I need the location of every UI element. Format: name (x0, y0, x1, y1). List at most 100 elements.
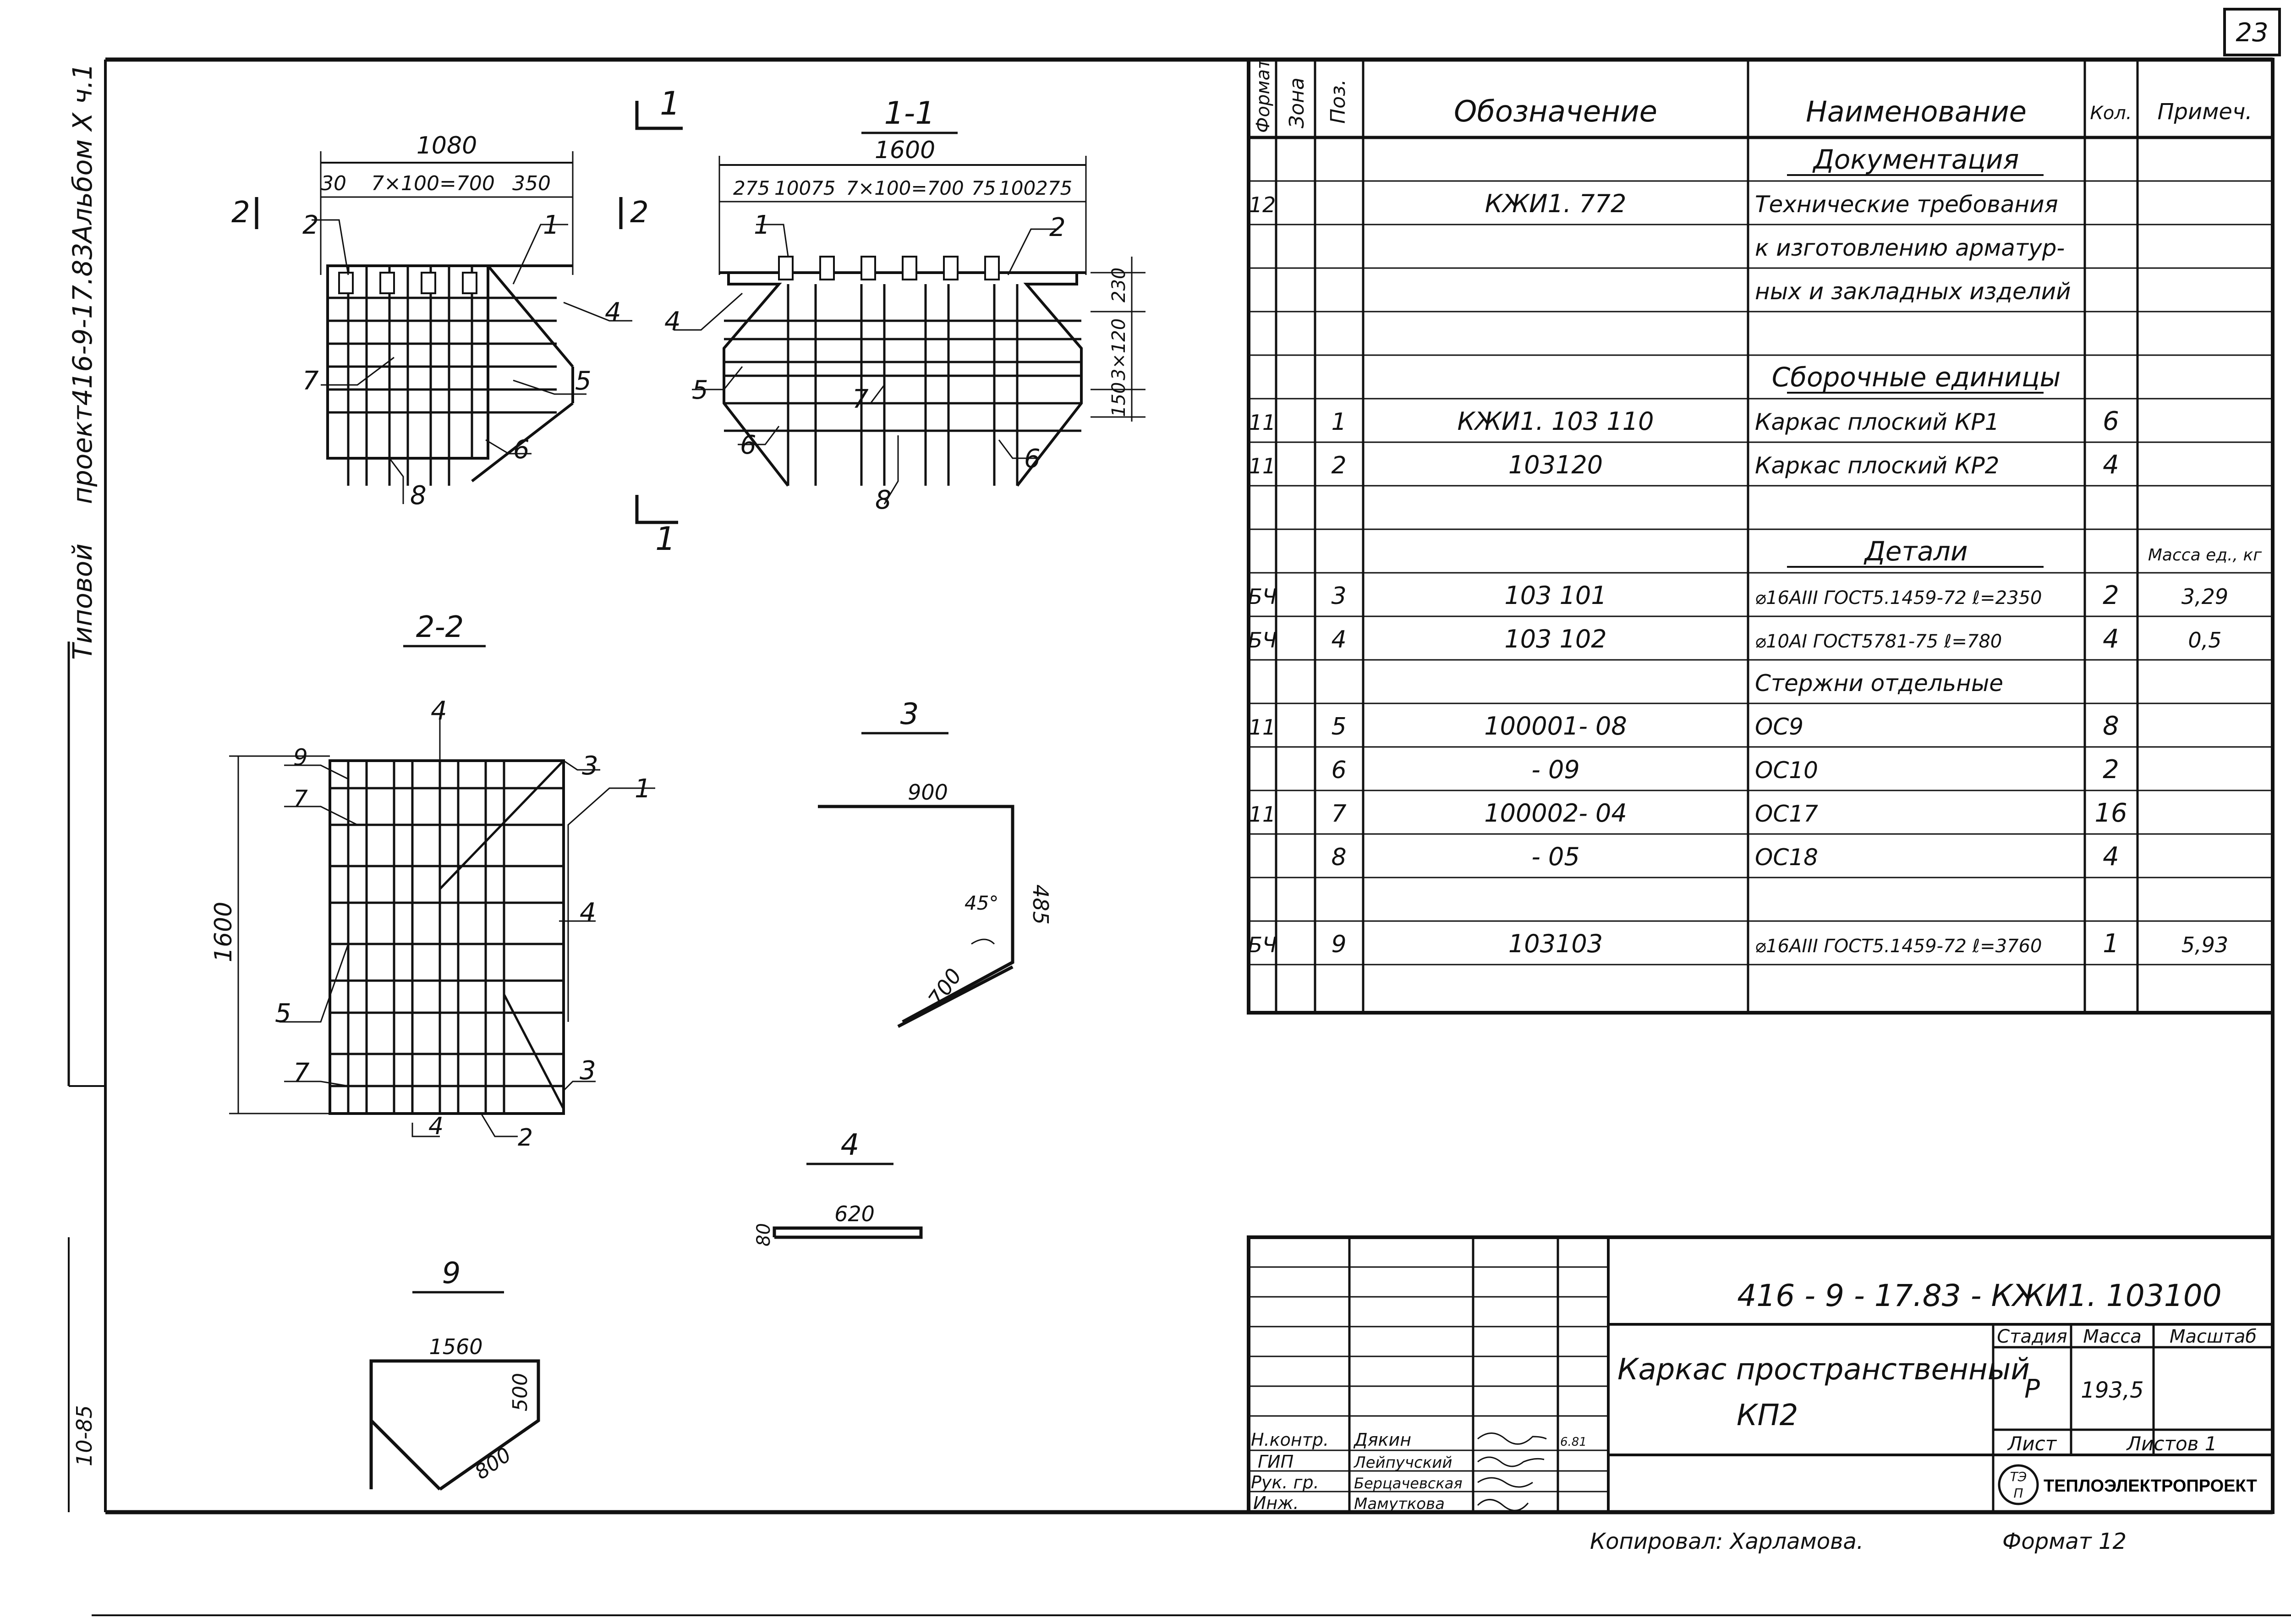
signer-role-1: Н.контр. (1251, 1430, 1329, 1450)
s22-pos-4-right: 4 (580, 898, 596, 927)
s22-pos-9: 9 (293, 744, 308, 771)
spec-cell-qty: 4 (2103, 842, 2119, 872)
spec-cell-qty: 4 (2103, 624, 2119, 654)
spec-cell-name: Каркас плоский КР2 (1755, 452, 1999, 479)
spec-cell-qty: 8 (2103, 711, 2119, 741)
detail-4-end: 80 (753, 1223, 774, 1246)
s11-dim-a: 275 (733, 177, 770, 199)
spec-row: ных и закладных изделий (1755, 278, 2071, 305)
plan-dim-350: 350 (512, 172, 551, 195)
spec-header-note: Примеч. (2157, 99, 2252, 125)
spec-cell-designation: 103120 (1508, 450, 1603, 479)
title-org: ТЕПЛОЭЛЕКТРОПРОЕКТ (2044, 1476, 2257, 1496)
spec-cell-name: Документация (1812, 144, 2019, 175)
s22-pos-7-top: 7 (293, 785, 308, 812)
spec-header-zone: Зона (1285, 77, 1309, 128)
s11-pos-2: 2 (1049, 213, 1066, 242)
plan-pos-8: 8 (410, 481, 427, 510)
spec-cell-note: Масса ед., кг (2148, 546, 2262, 565)
spec-cell-pos: 3 (1331, 582, 1346, 610)
plan-pos-5: 5 (575, 366, 592, 396)
spec-cell-name: ⌀10АI ГОСТ5781-75 ℓ=780 (1755, 631, 2002, 652)
signer-date-1: 6.81 (1560, 1435, 1587, 1449)
org-logo: ТЭ П (1998, 1464, 2039, 1505)
s11-pos-1: 1 (754, 210, 770, 240)
spec-cell-pos: 6 (1331, 757, 1346, 784)
spec-cell-name: ОС9 (1755, 713, 1803, 740)
spec-cell-format: 11 (1249, 715, 1276, 740)
s11-pos-5: 5 (692, 375, 708, 405)
title-name-line2: КП2 (1737, 1399, 1798, 1432)
spec-cell-note: 0,5 (2188, 628, 2221, 653)
detail-4-length: 620 (834, 1202, 875, 1226)
plan-pos-4: 4 (605, 297, 621, 327)
spec-cell-format: 12 (1249, 192, 1276, 217)
detail-9-right-dim: 500 (509, 1373, 532, 1411)
margin-album: Альбом X ч.1 (67, 63, 98, 245)
spec-cell-note: 5,93 (2181, 933, 2228, 957)
s11-dim-e: 75 (971, 177, 996, 199)
spec-cell-pos: 2 (1331, 452, 1346, 479)
s22-pos-3-top: 3 (582, 751, 598, 781)
cut-marker-2-left: 2 (231, 196, 250, 230)
signer-role-2: ГИП (1258, 1452, 1293, 1472)
s11-dim-c: 75 (811, 177, 835, 199)
spec-row: Сборочные единицы (1772, 362, 2061, 394)
spec-cell-pos: 9 (1331, 931, 1346, 958)
section-1-1-title: 1-1 (884, 95, 935, 132)
s11-vdim-230: 230 (1108, 268, 1129, 302)
margin-project: проект416-9-17.83 (67, 243, 98, 504)
spec-cell-name: ОС17 (1755, 801, 1818, 827)
signer-name-3: Берцачевская (1354, 1475, 1463, 1492)
signer-name-4: Мамуткова (1354, 1495, 1445, 1513)
spec-table: Формат Зона Поз. Обозначение Наименовани… (1247, 58, 2275, 1015)
s22-pos-4-bottom: 4 (428, 1113, 444, 1140)
signer-role-3: Рук. гр. (1251, 1472, 1319, 1492)
spec-cell-designation: 103103 (1508, 929, 1603, 958)
plan-pos-2: 2 (302, 210, 319, 240)
spec-cell-designation: КЖИ1. 103 110 (1458, 407, 1654, 436)
plan-pos-7: 7 (302, 366, 319, 396)
s11-pos-4: 4 (664, 307, 681, 336)
spec-cell-designation: 100002- 04 (1484, 799, 1627, 828)
spec-cell-name: ОС10 (1755, 757, 1818, 784)
spec-cell-note: 3,29 (2181, 584, 2228, 609)
spec-header-qty: Кол. (2090, 103, 2132, 124)
detail-3-title: 3 (900, 697, 919, 731)
spec-row: Стержни отдельные (1755, 670, 2003, 697)
s22-pos-2: 2 (518, 1124, 533, 1152)
svg-text:ТЭ: ТЭ (2010, 1469, 2027, 1484)
spec-cell-name: ОС18 (1755, 844, 1818, 871)
s22-pos-3-bottom: 3 (580, 1056, 596, 1086)
s11-pos-6-left: 6 (740, 430, 756, 460)
title-copied: Копировал: Харламова. (1590, 1529, 1863, 1554)
s22-pos-1: 1 (635, 774, 651, 804)
page-number-box: 23 (2223, 8, 2281, 56)
margin-stamp: 10-85 (72, 1405, 97, 1466)
title-sheets-label: Листов 1 (2126, 1432, 2217, 1455)
spec-cell-name: ных и закладных изделий (1755, 278, 2071, 305)
spec-cell-pos: 5 (1331, 713, 1346, 741)
spec-cell-qty: 6 (2103, 406, 2119, 436)
svg-text:П: П (2013, 1486, 2023, 1501)
s11-dim-b: 100 (774, 177, 811, 199)
spec-row-lines (1249, 180, 2273, 966)
spec-cell-format: БЧ (1248, 933, 1277, 957)
s22-height-dim: 1600 (210, 902, 237, 962)
spec-row: к изготовлению арматур- (1755, 235, 2065, 261)
plan-dim-30: 30 (321, 172, 346, 195)
spec-cell-format: БЧ (1248, 584, 1277, 609)
section-1-1-overall: 1600 (875, 137, 935, 164)
s22-pos-7-bottom: 7 (293, 1058, 310, 1088)
s11-pos-6-right: 6 (1024, 444, 1041, 474)
spec-cell-pos: 7 (1331, 800, 1346, 828)
page-number: 23 (2236, 18, 2268, 48)
spec-cell-designation: 103 101 (1504, 581, 1606, 610)
